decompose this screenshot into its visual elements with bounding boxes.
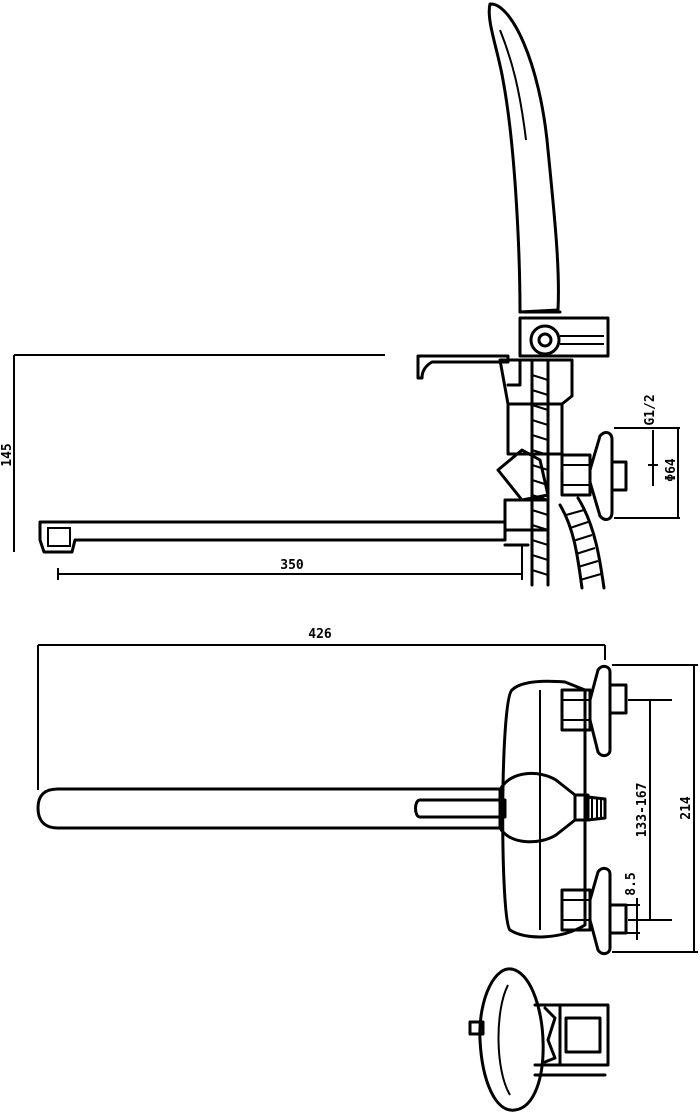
- top-spout: [36, 787, 507, 830]
- dim-height: 145: [0, 354, 385, 552]
- dim-spout-reach: 350: [57, 545, 523, 580]
- dim-overall-width: 214: [612, 664, 698, 953]
- top-connector-upper: [560, 664, 628, 758]
- dim-centers: 133-167: [628, 699, 672, 921]
- top-view: 426 133-167 214 8.5: [36, 627, 698, 956]
- dim-thread-label: G1/2: [643, 394, 658, 425]
- dim-connector: G1/2 Φ64: [614, 394, 680, 519]
- shower-hose: [530, 360, 606, 590]
- dim-total-length: 426: [37, 627, 606, 790]
- top-lever: [498, 771, 607, 844]
- dim-height-label: 145: [0, 443, 15, 466]
- top-connector-lower: [560, 866, 628, 956]
- hand-shower: [487, 2, 562, 314]
- dim-offset: 8.5: [624, 872, 640, 940]
- side-view: 145 350 G1/2 Φ64: [0, 2, 680, 590]
- dim-total-length-label: 426: [308, 627, 332, 642]
- wall-connector: [560, 431, 628, 521]
- dim-flange-label: Φ64: [664, 458, 679, 482]
- top-body: [501, 679, 587, 939]
- dim-spout-reach-label: 350: [280, 558, 304, 573]
- shower-holder: [518, 316, 610, 358]
- dim-offset-label: 8.5: [624, 872, 639, 895]
- dim-centers-label: 133-167: [635, 783, 650, 838]
- front-detail: [468, 967, 610, 1112]
- dim-overall-width-label: 214: [679, 796, 694, 820]
- spout: [38, 520, 530, 554]
